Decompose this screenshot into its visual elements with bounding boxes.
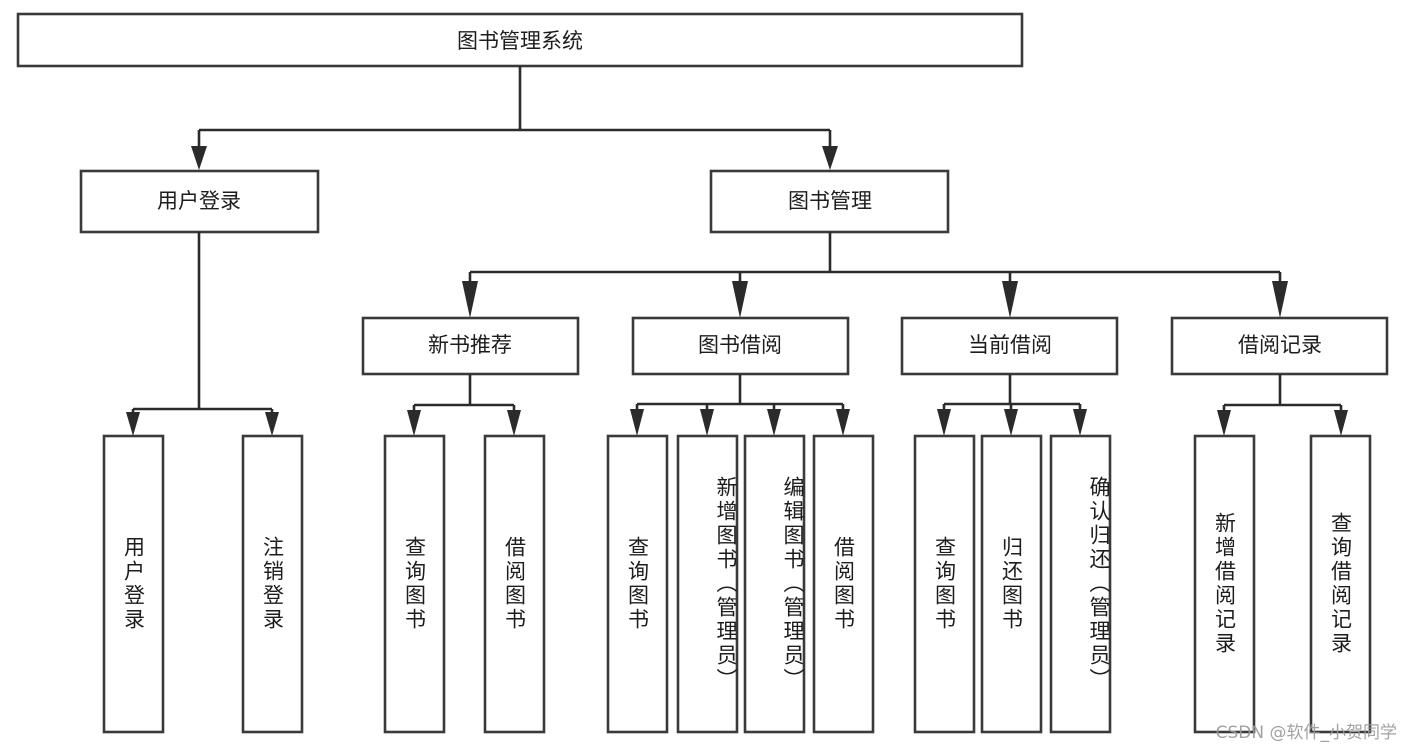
node-borrow-record-box [1170,316,1389,376]
arrowhead-current-leaf-3 [1073,409,1087,436]
node-new-book-recommend-box [361,316,580,376]
node-book-management-box [709,169,950,234]
arrowhead-level3-1 [462,281,478,318]
arrowhead-record-leaf-2 [1334,410,1348,436]
arrowhead-recommend-leaf-2 [507,410,521,436]
node-new-book-recommend[interactable]: 新书推荐 [361,316,580,376]
leaf-box-borrow-1[interactable] [606,434,669,734]
leaf-box-current-3[interactable] [1049,434,1112,734]
arrowhead-record-leaf-1 [1217,410,1231,436]
arrowhead-root-to-login [191,146,207,170]
arrowhead-level3-2 [732,281,748,318]
arrowhead-borrow-leaf-2 [700,409,714,436]
node-book-borrow-label: 图书借阅 [698,333,782,357]
node-user-login[interactable]: 用户登录 [79,169,320,234]
node-book-borrow-box [631,316,850,376]
node-book-management-label: 图书管理 [788,189,872,213]
node-book-management[interactable]: 图书管理 [709,169,950,234]
leaf-box-recommend-2[interactable] [483,434,546,734]
node-borrow-record[interactable]: 借阅记录 [1170,316,1389,376]
node-root-label: 图书管理系统 [457,29,583,53]
node-root[interactable]: 图书管理系统 [16,12,1024,68]
node-book-borrow[interactable]: 图书借阅 [631,316,850,376]
arrowhead-login-leaf-1 [126,412,140,436]
arrowhead-root-to-bookmgmt [822,146,838,170]
node-current-borrow-box [900,316,1119,376]
arrowhead-login-leaf-2 [265,412,279,436]
leaf-box-borrow-3[interactable] [743,434,806,734]
leaf-box-record-1[interactable] [1193,434,1256,734]
leaf-box-current-2[interactable] [980,434,1043,734]
arrowhead-borrow-leaf-1 [630,409,644,436]
arrowhead-level3-4 [1272,281,1288,318]
arrowhead-borrow-leaf-4 [836,409,850,436]
leaf-box-user-login-2[interactable] [241,434,304,734]
leaf-box-borrow-4[interactable] [812,434,875,734]
node-borrow-record-label: 借阅记录 [1238,333,1322,357]
node-user-login-label: 用户登录 [157,189,241,213]
arrowhead-current-leaf-1 [937,409,951,436]
node-new-book-recommend-label: 新书推荐 [428,333,512,357]
arrowhead-level3-3 [1002,281,1018,318]
arrowhead-recommend-leaf-1 [407,410,421,436]
arrowhead-borrow-leaf-3 [767,409,781,436]
node-root-box [16,12,1024,68]
arrowhead-current-leaf-2 [1004,409,1018,436]
node-current-borrow-label: 当前借阅 [968,333,1052,357]
leaf-box-current-1[interactable] [913,434,976,734]
csdn-watermark: CSDN @软件_小贺同学 [1215,723,1397,743]
node-current-borrow[interactable]: 当前借阅 [900,316,1119,376]
leaf-box-user-login-1[interactable] [102,434,165,734]
leaf-box-record-2[interactable] [1309,434,1372,734]
leaf-box-borrow-2[interactable] [676,434,739,734]
leaf-box-recommend-1[interactable] [383,434,446,734]
